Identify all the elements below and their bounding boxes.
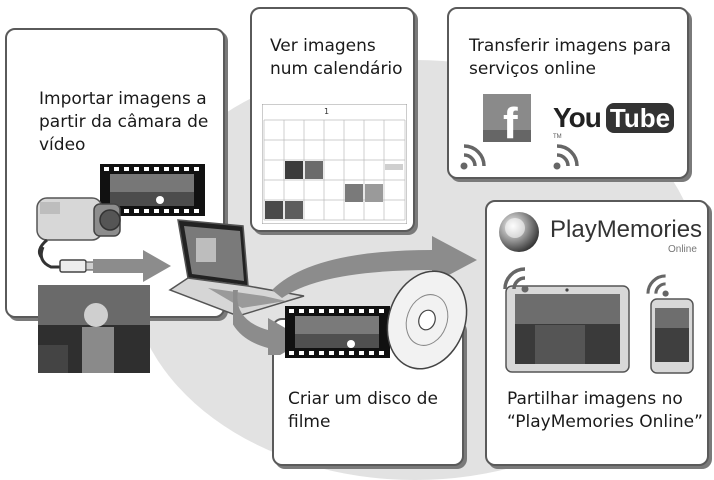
card-calendar: Ver imagens num calendário 1 [250,7,415,232]
import-title-line1: Importar imagens a [39,89,207,109]
card-transfer: Transferir imagens para serviços online … [447,7,689,179]
disc-icon [386,270,468,370]
playmemories-logo-sub: Online [668,244,697,255]
youtube-logo: You Tube TM [553,102,687,142]
disc-title-line2: filme [288,412,331,432]
youtube-label-tube: Tube [605,102,675,133]
film-strip-icon [285,306,390,358]
usb-cable-icon [39,246,97,273]
import-title-line2: partir da câmara de [39,112,209,132]
calendar-title-line1: Ver imagens [270,36,376,56]
facebook-icon: f [483,94,531,142]
playmemories-title-line1: Partilhar imagens no [507,389,683,409]
wifi-icon [460,144,486,170]
youtube-tm: TM [553,134,562,140]
facebook-label: f [503,99,518,142]
playmemories-logo-icon [499,212,539,252]
transfer-title-line1: Transferir imagens para [469,36,672,56]
playmemories-logo-text: PlayMemories [550,216,703,243]
import-title-line3: vídeo [39,135,86,155]
wifi-icon [646,274,669,297]
wifi-icon [503,267,529,293]
photo-thumbnail [38,285,150,373]
smartphone-icon [650,298,694,374]
transfer-title-line2: serviços online [469,59,596,79]
tablet-icon [505,285,630,373]
calendar-header-text: 1 [324,107,329,116]
youtube-label-you: You [553,102,602,133]
disc-title-line1: Criar um disco de [288,389,438,409]
arrow-icon [93,250,171,282]
calendar-title-line2: num calendário [270,59,403,79]
calendar-thumbnail: 1 [262,104,407,224]
camcorder-icon [36,197,121,259]
playmemories-title-line2: “PlayMemories Online” [507,412,703,432]
wifi-icon [553,144,579,170]
arrow-icon [272,236,477,298]
